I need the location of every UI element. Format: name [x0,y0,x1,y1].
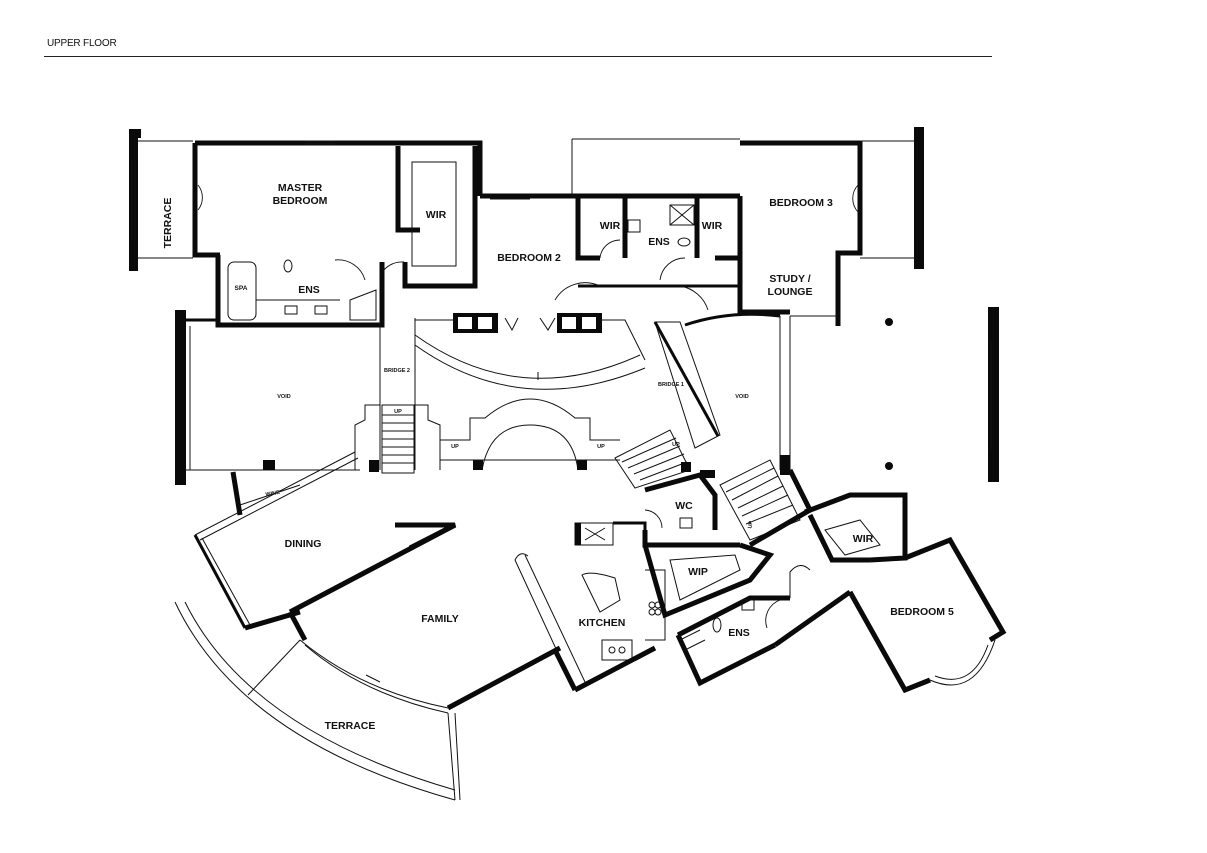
label-void-right: VOID [735,394,748,400]
label-wip: WIP [688,566,708,578]
label-master-bedroom-2: BEDROOM [273,195,328,207]
label-wir-master: WIR [426,209,447,221]
label-bedroom-3: BEDROOM 3 [769,197,833,209]
label-terrace-left: TERRACE [162,198,174,249]
label-terrace-bottom: TERRACE [325,720,376,732]
bedroom-3-walls [737,127,999,482]
label-wine: WINE [265,490,281,498]
label-study-1: STUDY / [769,273,810,285]
page-title: UPPER FLOOR [47,38,117,49]
header-divider [44,56,992,57]
label-spa: SPA [235,285,248,292]
label-wir-b5: WIR [853,533,874,545]
label-kitchen: KITCHEN [579,617,626,629]
label-wir-b2: WIR [600,220,621,232]
label-up-bridge-2: UP [394,409,402,415]
label-wir-b3: WIR [702,220,723,232]
label-ens-mid: ENS [648,236,670,248]
label-up-stair-right: UP [747,520,754,529]
label-bridge-1: BRIDGE 1 [658,382,684,388]
label-bedroom-5: BEDROOM 5 [890,606,954,618]
stair-right [719,459,801,541]
label-up-bridge-1: UP [672,442,680,448]
label-bedroom-2: BEDROOM 2 [497,252,561,264]
room-labels: TERRACE MASTER BEDROOM WIR SPA ENS BEDRO… [162,182,954,732]
living-walls [174,451,1007,801]
master-wing-walls [129,129,483,328]
label-ens-lower: ENS [728,627,750,639]
stair-bridge-2 [381,404,415,474]
label-up-left: UP [451,444,459,450]
void-bridge-walls [175,310,791,489]
label-study-2: LOUNGE [768,286,813,298]
label-family: FAMILY [421,613,459,625]
label-wc: WC [675,500,693,512]
label-void-left: VOID [277,394,290,400]
label-ens-master: ENS [298,284,320,296]
label-bridge-2: BRIDGE 2 [384,368,410,374]
label-up-right: UP [597,444,605,450]
label-master-bedroom-1: MASTER [278,182,323,194]
label-dining: DINING [285,538,322,550]
